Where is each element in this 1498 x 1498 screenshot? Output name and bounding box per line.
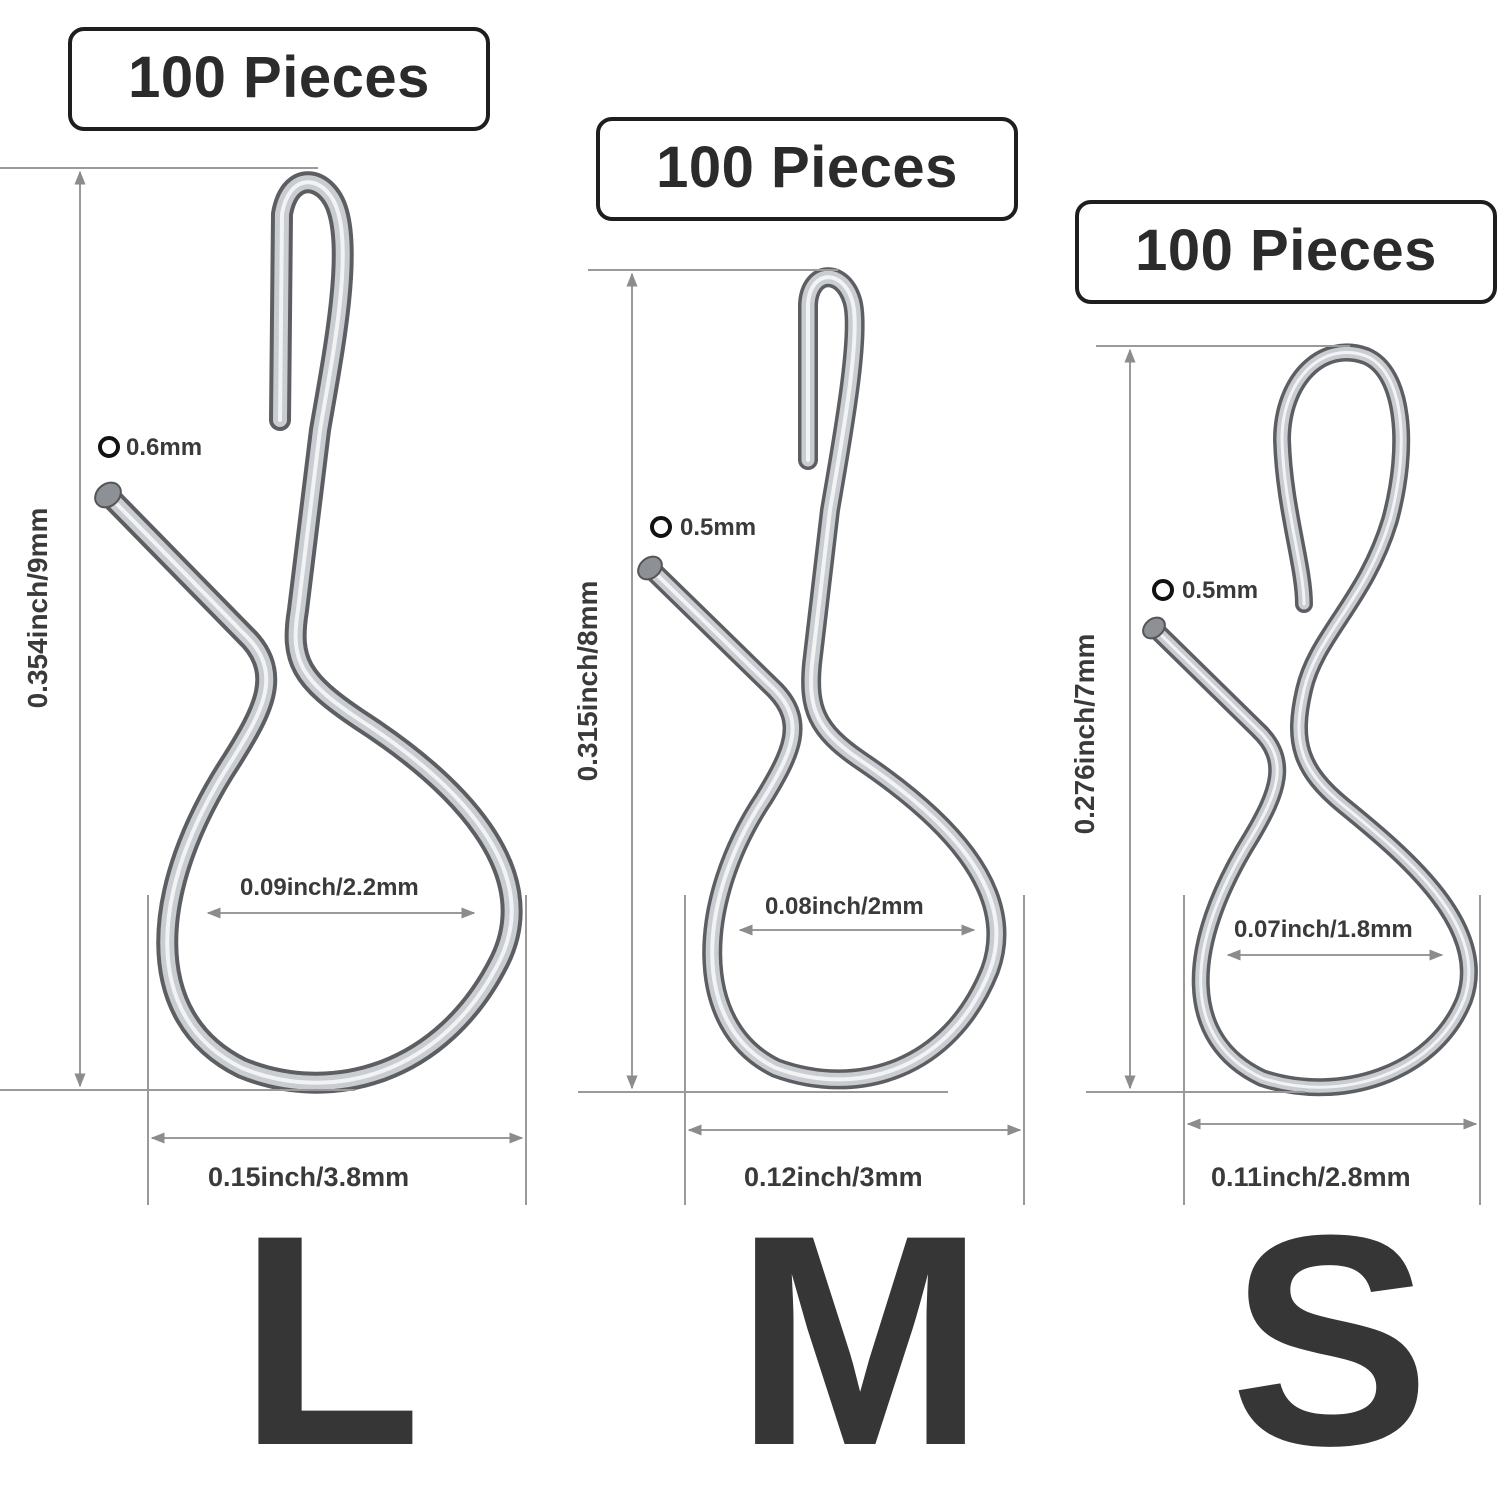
large-height-label: 0.354inch/9mm [22,507,53,709]
small-width-dimension [1183,895,1481,1205]
large-height-dimension [0,167,355,1091]
small-wire-diameter-label: 0.5mm [1182,577,1259,604]
large-clip-wire [94,171,523,1094]
medium-overall-width-label: 0.12inch/3mm [744,1162,923,1192]
small-height-label: 0.276inch/7mm [1069,633,1100,835]
size-letter-large: L [238,1172,422,1498]
medium-wire-diameter-label: 0.5mm [680,514,757,541]
small-height-dimension [1086,345,1350,1093]
medium-wire-diameter-icon [650,516,672,538]
large-loop-width-label: 0.09inch/2.2mm [240,874,419,901]
medium-clip-wire [637,267,1007,1090]
size-letter-medium: M [735,1172,985,1498]
small-overall-width-label: 0.11inch/2.8mm [1211,1162,1411,1192]
small-quantity-badge: 100 Pieces [1075,200,1497,304]
large-wire-diameter-label: 0.6mm [126,434,203,461]
medium-clip [578,267,1025,1205]
medium-height-label: 0.315inch/8mm [572,580,603,782]
medium-loop-width-label: 0.08inch/2mm [765,893,924,920]
large-quantity-badge: 100 Pieces [68,27,490,131]
size-letter-small: S [1229,1172,1431,1498]
medium-quantity-badge: 100 Pieces [596,117,1018,221]
small-clip-wire [1142,343,1478,1097]
large-wire-diameter-icon [98,436,120,458]
medium-width-dimension [684,895,1025,1205]
large-width-dimension [147,895,527,1205]
medium-height-dimension [578,269,948,1093]
small-loop-width-label: 0.07inch/1.8mm [1234,916,1413,943]
small-wire-diameter-icon [1152,579,1174,601]
small-clip [1086,343,1481,1205]
large-clip [0,167,527,1205]
large-overall-width-label: 0.15inch/3.8mm [208,1162,410,1192]
